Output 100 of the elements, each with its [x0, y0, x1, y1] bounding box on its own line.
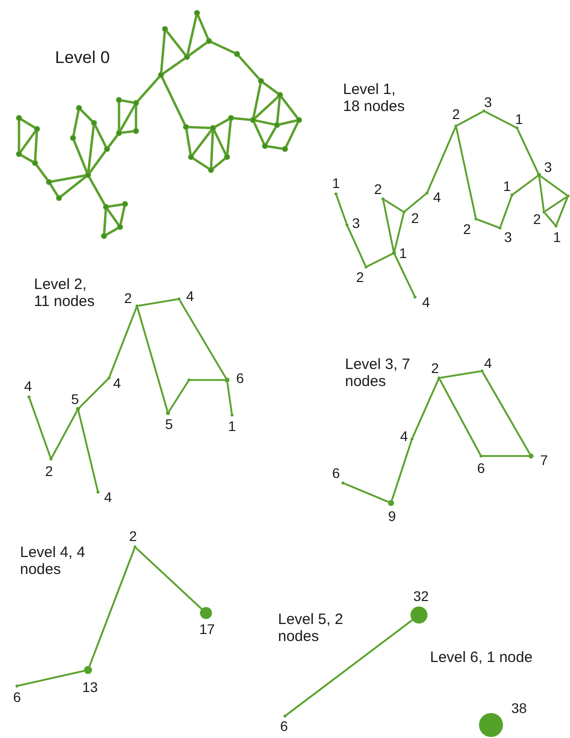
graph-vertex: [117, 224, 123, 230]
graph-vertex: [410, 438, 414, 440]
vertex-weight-label: 1: [332, 176, 340, 190]
graph-vertex: [188, 378, 190, 382]
graph-vertex: [262, 143, 268, 149]
graph-edge: [178, 300, 226, 378]
graph-vertex: [234, 51, 240, 57]
graph-edge: [50, 410, 78, 458]
graph-edge: [412, 379, 440, 438]
graph-vertex: [282, 146, 288, 152]
graph-vertex: [438, 376, 440, 380]
graph-vertex: [194, 10, 200, 16]
graph-edge: [188, 126, 211, 130]
graph-edge: [121, 99, 134, 104]
graph-edge: [482, 372, 531, 454]
graph-vertex: [284, 714, 286, 718]
graph-edge: [254, 96, 279, 120]
vertex-weight-label: 6: [477, 461, 485, 475]
graph-edge: [20, 154, 34, 163]
graph-edge: [336, 195, 348, 224]
graph-vertex: [454, 124, 458, 128]
graph-edge: [456, 110, 484, 126]
graph-vertex: [96, 490, 100, 494]
graph-edge: [102, 209, 108, 234]
graph-edge: [544, 196, 568, 212]
vertex-weight-label: 1: [399, 246, 407, 260]
graph-edge: [106, 227, 118, 236]
graph-vertex: [16, 684, 18, 688]
graph-edge: [192, 157, 210, 170]
graph-vertex: [510, 194, 514, 196]
level-title: Level 0: [55, 49, 110, 68]
graph-edge: [212, 158, 226, 170]
graph-vertex: [28, 396, 30, 398]
graph-edge: [556, 197, 568, 225]
graph-edge: [168, 380, 189, 412]
graph-edge: [78, 410, 99, 491]
graph-edge: [404, 193, 426, 212]
graph-edge: [72, 140, 88, 174]
graph-edge: [255, 119, 275, 126]
vertex-weight-label: 6: [13, 690, 21, 704]
graph-edge: [384, 199, 404, 212]
graph-vertex: [537, 173, 541, 177]
graph-vertex: [224, 154, 230, 160]
vertex-weight-label: 1: [515, 112, 523, 126]
graph-edge: [18, 670, 84, 687]
graph-vertex: [274, 122, 280, 128]
graph-edge: [391, 440, 412, 500]
graph-edge: [190, 379, 224, 381]
vertex-weight-label: 3: [352, 216, 360, 230]
graph-edge: [135, 547, 202, 610]
graph-vertex: [414, 296, 416, 298]
vertex-weight-label: 2: [356, 270, 364, 284]
vertex-weight-label: 6: [236, 371, 244, 385]
vertex-weight-label: 13: [82, 680, 98, 694]
graph-vertex: [122, 201, 128, 207]
graph-vertex: [342, 482, 344, 484]
graph-edge: [160, 31, 166, 73]
graph-vertex: [116, 97, 122, 103]
graph-edge: [285, 122, 299, 148]
graph-vertex: [479, 713, 503, 737]
graph-edge: [252, 122, 266, 144]
graph-edge: [252, 83, 262, 118]
graph-vertex: [554, 224, 558, 228]
graph-edge: [108, 307, 138, 377]
vertex-weight-label: 2: [411, 211, 419, 225]
vertex-weight-label: 6: [280, 719, 288, 733]
graph-vertex: [364, 266, 368, 268]
graph-vertex: [108, 376, 110, 380]
graph-vertex: [402, 210, 406, 214]
graph-vertex: [166, 411, 170, 415]
graph-edge: [233, 117, 251, 121]
graph-vertex: [250, 117, 256, 123]
graph-vertex: [392, 251, 396, 255]
graph-edge: [60, 176, 87, 198]
level-title: Level 4, 4 nodes: [20, 545, 86, 578]
vertex-weight-label: 4: [186, 289, 194, 303]
graph-vertex: [16, 151, 22, 157]
level-title: Level 6, 1 node: [430, 650, 533, 666]
graph-edge: [119, 206, 126, 225]
vertex-weight-label: 4: [104, 490, 112, 504]
graph-vertex: [482, 110, 486, 112]
vertex-weight-label: 5: [165, 417, 173, 431]
vertex-weight-label: 1: [553, 230, 561, 244]
graph-vertex: [50, 458, 52, 460]
graph-vertex: [277, 92, 283, 98]
graph-edge: [226, 382, 233, 414]
graph-edge: [265, 126, 277, 144]
graph-vertex: [134, 546, 136, 548]
graph-vertex: [183, 124, 189, 130]
graph-edge: [440, 370, 481, 379]
graph-vertex: [101, 233, 107, 239]
level-title: Level 5, 2 nodes: [278, 612, 344, 645]
graph-edge: [366, 253, 393, 268]
graph-vertex: [188, 154, 194, 160]
graph-vertex: [200, 607, 212, 619]
graph-edge: [512, 175, 538, 195]
graph-vertex: [224, 378, 230, 382]
graph-edge: [185, 129, 192, 155]
graph-edge: [88, 176, 106, 206]
graph-edge: [80, 108, 94, 122]
